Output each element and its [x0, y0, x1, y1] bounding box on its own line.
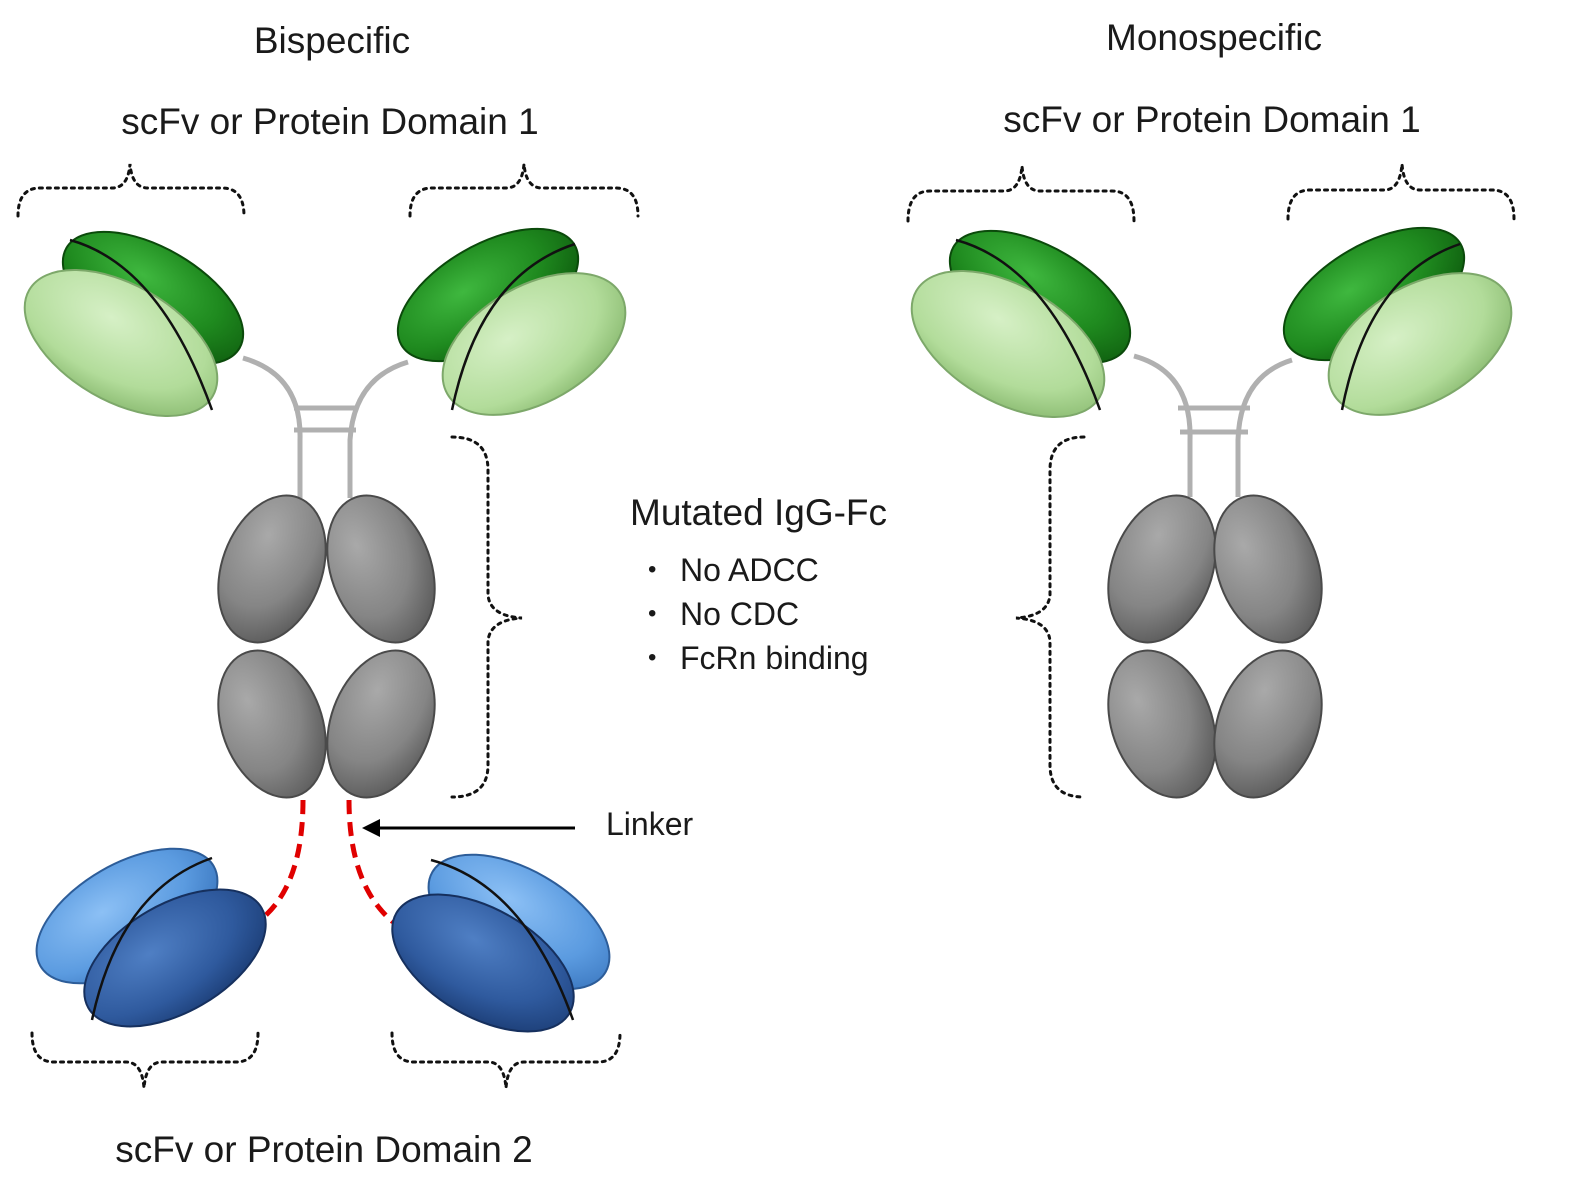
fab-domain1-right — [396, 227, 627, 416]
brace-domain2-right — [390, 1031, 622, 1089]
fc-region-bispecific — [217, 494, 436, 799]
fab-mono-left — [910, 229, 1132, 419]
fab-mono-right — [1282, 226, 1513, 416]
linker — [264, 799, 395, 924]
fc-feature-item: No ADCC — [630, 548, 869, 592]
brace-mono-domain1-left — [906, 165, 1136, 223]
brace-fc-monospecific — [1015, 435, 1086, 799]
fab-domain1-left — [23, 230, 245, 418]
fc-region-monospecific — [1107, 494, 1323, 799]
bispecific-domain2-label: scFv or Protein Domain 2 — [115, 1129, 533, 1170]
bispecific-title: Bispecific — [253, 20, 411, 61]
brace-mono-domain1-right — [1286, 163, 1516, 221]
linker-label: Linker — [606, 806, 694, 842]
brace-fc-bispecific — [450, 435, 523, 799]
fc-feature-item: No CDC — [630, 592, 869, 636]
monospecific-antibody — [906, 163, 1516, 799]
brace-domain2-left — [30, 1031, 260, 1089]
linker-arrow — [362, 819, 575, 837]
fc-feature-list: No ADCC No CDC FcRn binding — [630, 548, 869, 680]
bispecific-antibody — [16, 163, 640, 1089]
brace-domain1-left — [16, 163, 246, 218]
monospecific-title: Monospecific — [1106, 17, 1322, 58]
scfv-domain2-left — [35, 847, 267, 1028]
scfv-domain2-right — [391, 853, 611, 1033]
monospecific-domain1-label: scFv or Protein Domain 1 — [1003, 99, 1421, 140]
hinge-region-mono — [1133, 353, 1293, 497]
brace-domain1-right — [408, 163, 640, 218]
hinge-region — [242, 355, 409, 498]
fc-feature-item: FcRn binding — [630, 636, 869, 680]
bispecific-domain1-label: scFv or Protein Domain 1 — [121, 101, 539, 142]
fc-title: Mutated IgG-Fc — [630, 492, 888, 533]
